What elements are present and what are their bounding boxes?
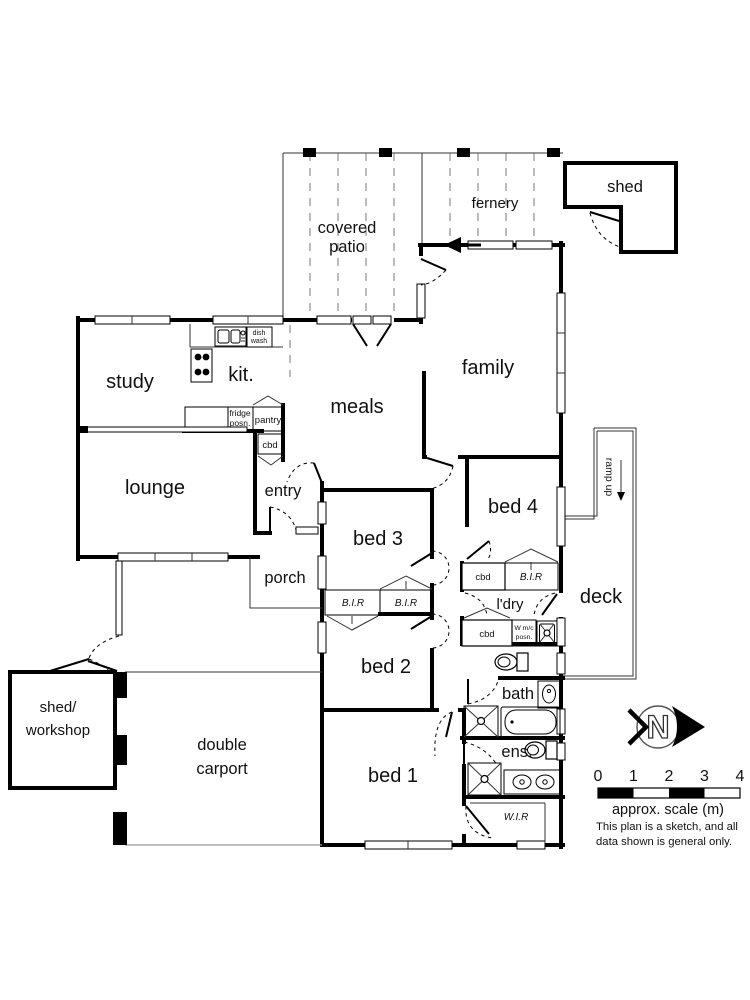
- label-covered-patio: patio: [329, 238, 365, 256]
- north-chevron: [627, 708, 650, 746]
- label-double-carport: carport: [196, 760, 248, 778]
- label-bath: bath: [502, 685, 534, 703]
- label-deck: deck: [580, 586, 623, 608]
- patio-post: [303, 148, 316, 157]
- dishwasher: [246, 326, 273, 348]
- label-lounge: lounge: [125, 477, 185, 499]
- workshop-structure: [8, 658, 117, 790]
- cupboard-kitchen: [257, 433, 284, 455]
- label-wmc: W m/c: [514, 625, 534, 632]
- stove: [190, 348, 213, 383]
- label-wmc: posn.: [516, 634, 533, 641]
- pantry: [252, 406, 284, 432]
- cupboard-laundry: [461, 619, 513, 647]
- scale-tick: 4: [736, 768, 745, 785]
- north-symbol: N: [627, 705, 705, 749]
- north-arrow: [672, 706, 705, 747]
- dishwasher-label: dish: [253, 330, 266, 337]
- scale-tick: 1: [629, 768, 638, 785]
- scale-bar: 0 1 2 3 4 approx. scale (m) This plan is…: [594, 768, 745, 848]
- toilet-ens: [524, 740, 558, 760]
- label-bir-bed3: B.I.R: [342, 598, 364, 609]
- scale-tick: 3: [700, 768, 709, 785]
- cbd-label: cbd: [262, 440, 277, 451]
- kitchen: dish wash fridge posn. pantry cbd: [184, 324, 291, 466]
- label-family: family: [462, 357, 514, 379]
- scale-tick: 0: [594, 768, 603, 785]
- patio-post: [379, 148, 392, 157]
- label-ens: ens.: [501, 743, 532, 761]
- patio-post: [547, 148, 560, 157]
- label-shed: shed: [607, 178, 643, 196]
- shed-structure: [563, 161, 678, 254]
- vanity-ens: [503, 769, 561, 795]
- room-labels: shed fernery covered patio study kit. me…: [25, 178, 643, 823]
- pantry-label: pantry: [255, 415, 282, 426]
- washing-machine-space: [511, 619, 537, 647]
- bathtub: [500, 706, 561, 738]
- label-kit: kit.: [228, 364, 254, 386]
- label-bed3: bed 3: [353, 528, 403, 550]
- patio-fernery-structure: [282, 148, 563, 320]
- label-shed-workshop: workshop: [25, 722, 90, 739]
- robe-bed2: [379, 589, 433, 616]
- study-lounge-divider: [78, 426, 248, 433]
- north-letter: N: [646, 709, 669, 745]
- scale-caption: approx. scale (m): [612, 802, 724, 818]
- scale-tick: 2: [665, 768, 674, 785]
- label-double-carport: double: [197, 736, 247, 754]
- sink: [214, 326, 247, 347]
- ramp-arrowhead: [617, 492, 625, 501]
- porch-outline: [249, 557, 322, 609]
- label-meals: meals: [330, 396, 383, 418]
- label-cbd-bed4: cbd: [475, 572, 490, 583]
- vanity-bath: [537, 680, 561, 709]
- cupboard-bed4: [461, 562, 506, 591]
- label-shed-workshop: shed/: [40, 699, 78, 716]
- robes-cabinets: [324, 548, 559, 647]
- label-bed2: bed 2: [361, 656, 411, 678]
- carport-structure: [113, 671, 322, 846]
- label-covered-patio: covered: [318, 219, 377, 237]
- fridge-label: posn.: [230, 418, 251, 428]
- doors: [269, 258, 558, 839]
- label-bed1: bed 1: [368, 765, 418, 787]
- fridge-label: fridge: [229, 408, 251, 418]
- toilet-bath: [494, 652, 529, 672]
- shower-ens: [467, 762, 502, 796]
- disclaimer: This plan is a sketch, and all: [596, 821, 738, 833]
- label-ramp-up: ramp up: [603, 458, 615, 497]
- deck-structure: [563, 427, 637, 680]
- label-entry: entry: [265, 482, 302, 500]
- fence-gate: [87, 560, 123, 672]
- label-porch: porch: [264, 569, 305, 587]
- label-ldry: l'dry: [496, 596, 524, 613]
- dishwasher-label: wash: [250, 338, 267, 345]
- label-study: study: [106, 371, 154, 393]
- patio-post: [457, 148, 470, 157]
- bathroom-fixtures: [463, 652, 561, 843]
- sliding-door-arrow: [444, 237, 481, 253]
- label-bir-bed2: B.I.R: [395, 598, 417, 609]
- label-wir: W.I.R: [504, 812, 529, 823]
- shower-bath: [463, 705, 499, 738]
- windows: [94, 240, 566, 850]
- label-fernery: fernery: [472, 195, 519, 212]
- wir-shelving: [470, 802, 546, 843]
- label-cbd-ldry: cbd: [479, 629, 494, 640]
- disclaimer: data shown is general only.: [596, 836, 732, 848]
- laundry-trough: [536, 620, 558, 647]
- label-bir-bed4: B.I.R: [520, 572, 542, 583]
- label-bed4: bed 4: [488, 496, 538, 518]
